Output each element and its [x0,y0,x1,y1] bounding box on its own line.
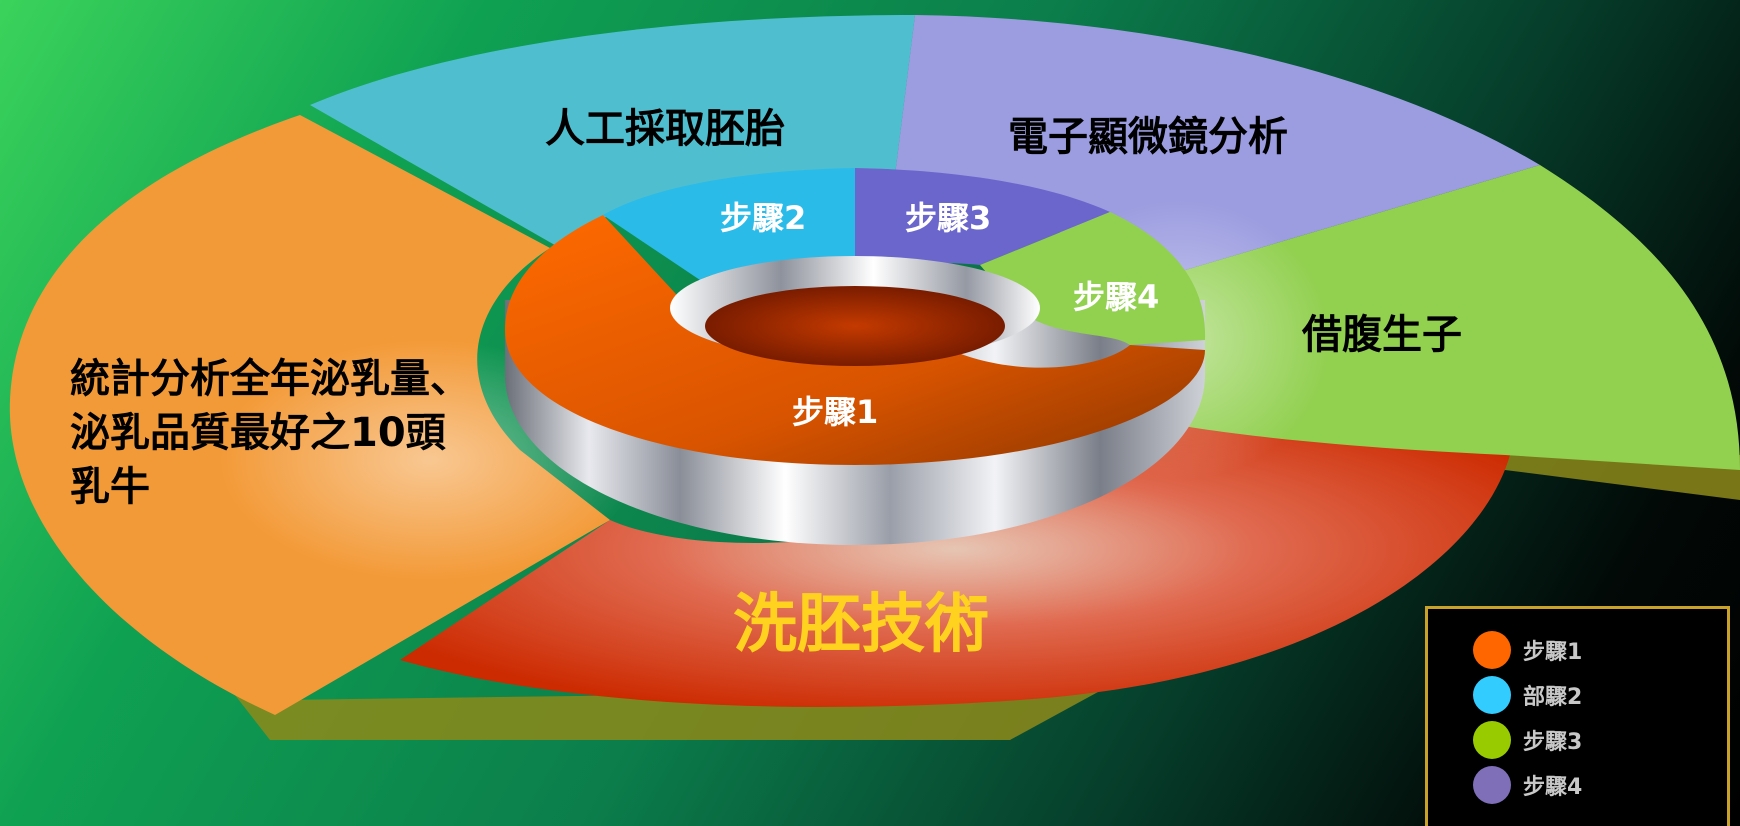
inner-segment-step1 [505,215,1205,465]
label-step3-activity: 電子顯微鏡分析 [1008,114,1288,160]
label-step2-activity: 人工採取胚胎 [545,106,785,152]
legend-item-step4: 步驟4 [1473,765,1582,805]
inner-label-step4: 步驟4 [1073,278,1159,316]
outer-segment-red [400,420,1510,707]
inner-label-step2: 步驟2 [720,199,806,237]
inner-label-step1: 步驟1 [792,393,878,431]
legend-label: 步驟4 [1523,775,1583,800]
legend-item-step2: 部驟2 [1473,675,1582,715]
legend-swatch [1473,631,1511,669]
label-step4-activity: 借腹生子 [1301,312,1462,358]
inner-hole-floor [705,286,1005,366]
legend-label: 步驟1 [1523,640,1583,665]
legend-item-step3: 步驟3 [1473,720,1582,760]
legend-label: 步驟3 [1523,730,1583,755]
inner-label-step3: 步驟3 [905,199,991,237]
legend-swatch [1473,721,1511,759]
outer-segment-cyan [310,15,915,248]
label-step1-activity: 統計分析全年泌乳量、 泌乳品質最好之10頭 乳牛 [70,356,484,510]
legend-label: 部驟2 [1523,685,1583,710]
center-title: 洗胚技術 [733,588,989,662]
inner-segment-step3 [855,168,1110,265]
legend-swatch [1473,676,1511,714]
inner-segment-step2 [603,168,855,280]
legend-swatch [1473,766,1511,804]
legend-item-step1: 步驟1 [1473,630,1582,670]
legend: 步驟1 部驟2 步驟3 步驟4 [1425,606,1730,826]
